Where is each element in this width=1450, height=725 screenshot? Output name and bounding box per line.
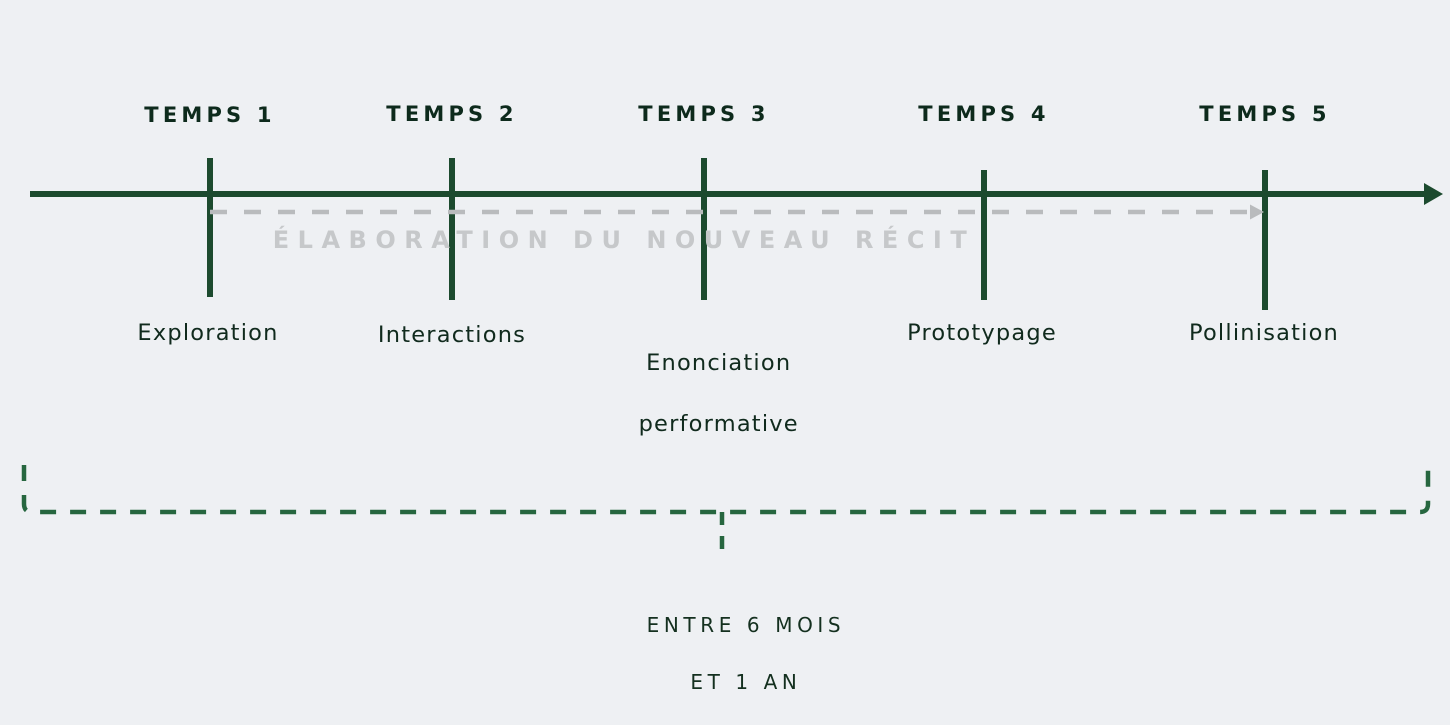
duration-bracket-path bbox=[21, 465, 1431, 515]
temps-heading-3: TEMPS 3 bbox=[638, 102, 770, 126]
elaboration-band-caption: ÉLABORATION DU NOUVEAU RÉCIT bbox=[272, 226, 976, 254]
temps-heading-5: TEMPS 5 bbox=[1199, 102, 1331, 126]
temps-heading-1: TEMPS 1 bbox=[144, 103, 276, 127]
duration-bracket bbox=[21, 465, 1431, 515]
temps-heading-4: TEMPS 4 bbox=[918, 102, 1050, 126]
main-timeline-axis bbox=[30, 183, 1443, 205]
phase-label-enonciation-line-2: performative bbox=[638, 411, 799, 438]
phase-label-enonciation-performative: Enonciation performative bbox=[605, 318, 799, 470]
phase-label-enonciation-line-1: Enonciation bbox=[646, 350, 792, 377]
duration-caption-line-1: ENTRE 6 MOIS bbox=[646, 613, 846, 638]
phase-label-interactions: Interactions bbox=[377, 322, 527, 348]
temps-heading-2: TEMPS 2 bbox=[386, 102, 518, 126]
timeline-arrowhead-icon bbox=[1424, 183, 1443, 205]
elaboration-dashed-arrow bbox=[210, 204, 1264, 220]
elaboration-arrowhead-icon bbox=[1250, 204, 1264, 220]
milestone-ticks bbox=[207, 158, 1268, 310]
phase-label-exploration: Exploration bbox=[137, 320, 279, 346]
duration-caption: ENTRE 6 MOIS ET 1 AN bbox=[603, 583, 845, 725]
timeline-diagram: TEMPS 1 TEMPS 2 TEMPS 3 TEMPS 4 TEMPS 5 … bbox=[21, 102, 1443, 694]
phase-label-prototypage: Prototypage bbox=[907, 320, 1057, 346]
phase-label-pollinisation: Pollinisation bbox=[1188, 320, 1340, 346]
duration-caption-line-2: ET 1 AN bbox=[690, 670, 802, 695]
diagram-vector-layer bbox=[21, 158, 1443, 556]
